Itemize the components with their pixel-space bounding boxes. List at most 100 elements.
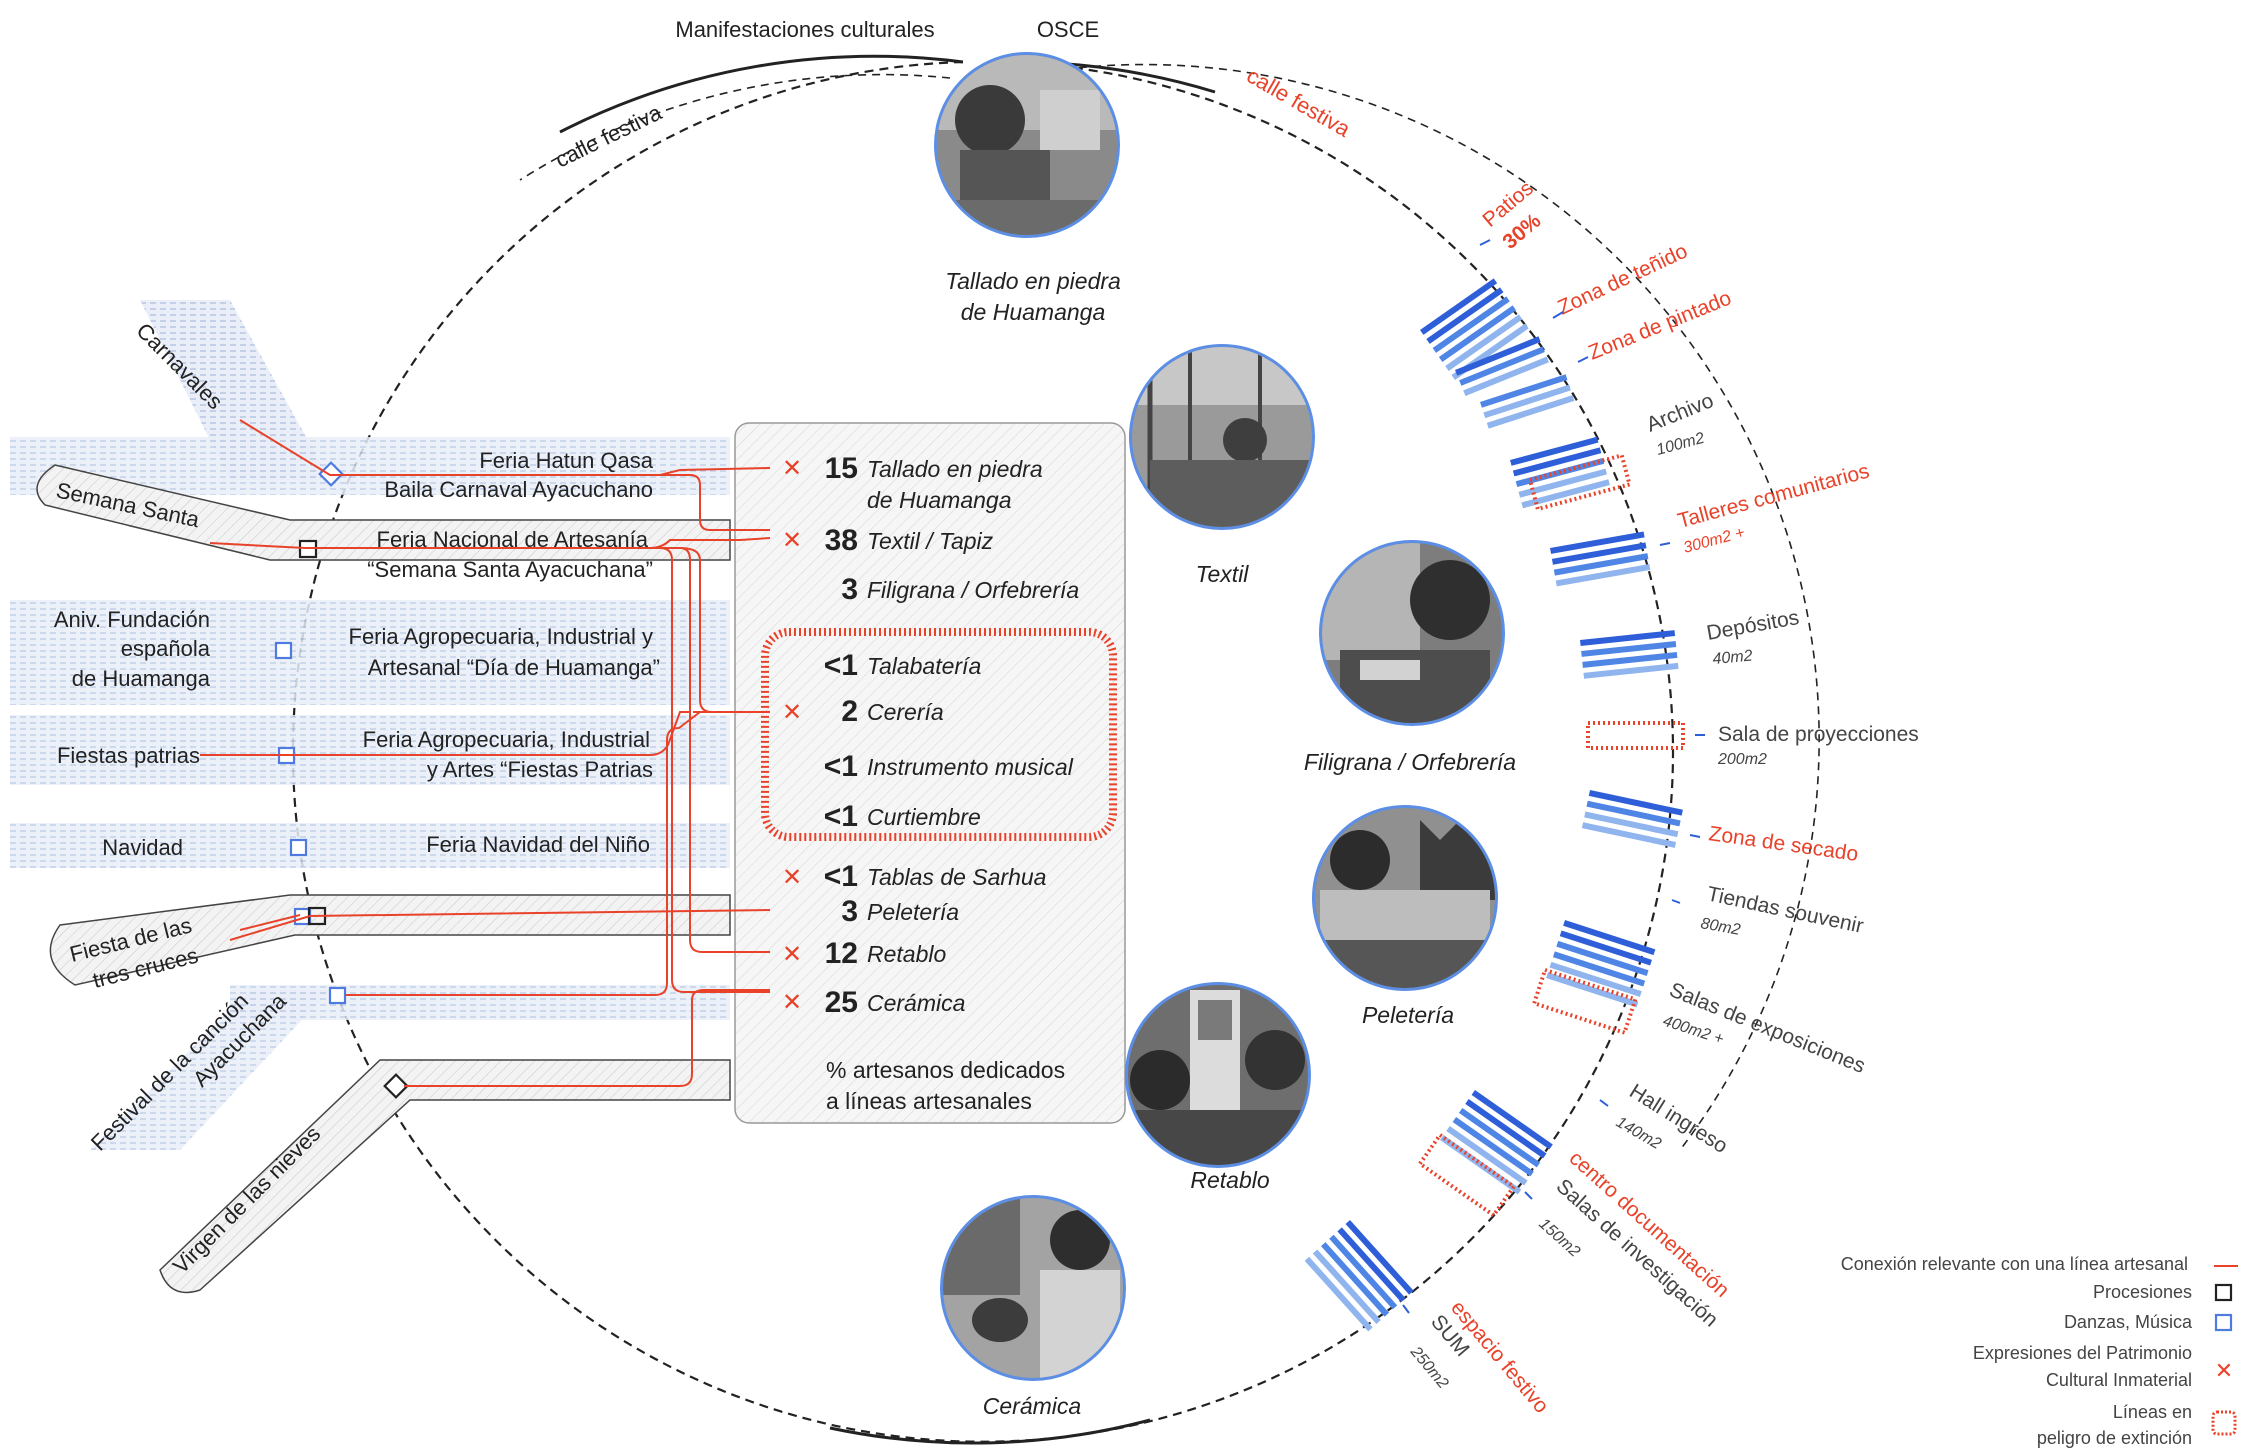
craft-pct: <1 [824, 860, 858, 893]
bar-group-pintado [1480, 374, 1575, 429]
craft-name: Peletería [867, 899, 959, 925]
bar-group-depositos [1580, 630, 1679, 679]
space-name: Depósitos [1705, 606, 1801, 645]
bar-group-talleres [1550, 531, 1651, 587]
red-x-icon: ✕ [782, 527, 802, 554]
bar-group-exposiciones [1546, 920, 1656, 1008]
craft-pct: 15 [825, 452, 858, 485]
crafts-list: ✕ 15 Tallado en piedra de Huamanga ✕ 38 … [782, 452, 1079, 1114]
retablo-photo [1128, 985, 1308, 1165]
craft-pct: 3 [841, 895, 858, 928]
legend-label: Conexión relevante con una línea artesan… [1841, 1254, 2188, 1274]
legend-label: Procesiones [2093, 1282, 2192, 1302]
right-street-label: calle festiva [1243, 63, 1356, 143]
legend-label-line2: Cultural Inmaterial [2046, 1370, 2192, 1390]
legend-label: Líneas en [2113, 1402, 2192, 1422]
blue-square-icon [2214, 1313, 2233, 1332]
fair-navidad-nino: Feria Navidad del Niño [426, 832, 650, 857]
craft-name: Filigrana / Orfebrería [867, 577, 1079, 603]
festivity-aniv-line1: Aniv. Fundación [54, 607, 210, 632]
photo-filigree: Filigrana / Orfebrería [1304, 540, 1516, 775]
craft-row: 3 Filigrana / Orfebrería [841, 573, 1079, 606]
bar-group-secado [1581, 790, 1683, 848]
space-area: 150m2 [1535, 1215, 1583, 1260]
crafts-caption-line2: a líneas artesanales [826, 1088, 1032, 1114]
fair-patrias-line1: Feria Agropecuaria, Industrial [363, 727, 650, 752]
red-x-icon: ✕ [782, 989, 802, 1016]
photo-stone-carving: Tallado en piedra de Huamanga [934, 52, 1121, 325]
photo-label: Cerámica [983, 1393, 1081, 1419]
festivity-aniv-line3: de Huamanga [72, 666, 211, 691]
bar-group-sum [1304, 1220, 1414, 1332]
festivity-bands [10, 300, 731, 1294]
craft-pct: 25 [825, 986, 858, 1019]
red-dotted-box-icon [2211, 1410, 2237, 1436]
space-name: Sala de proyecciones [1718, 723, 1919, 746]
craft-pct: 2 [841, 695, 858, 728]
space-name: Zona de teñido [1554, 239, 1691, 319]
crafts-caption-line1: % artesanos dedicados [826, 1057, 1065, 1083]
photo-label: Textil [1196, 561, 1250, 587]
craft-pct: 3 [841, 573, 858, 606]
space-area: 250m2 [1406, 1343, 1451, 1392]
fair-huamanga-line1: Feria Agropecuaria, Industrial y [349, 624, 654, 649]
legend-label: Danzas, Música [2064, 1312, 2193, 1332]
photo-ceramics: Cerámica [940, 1195, 1126, 1419]
space-name: Zona de secado [1707, 822, 1859, 866]
fair-nacional-line2: “Semana Santa Ayacuchana” [367, 557, 653, 582]
craft-pct: <1 [824, 800, 858, 833]
space-name: Talleres comunitarios [1675, 460, 1871, 533]
bar-group-archivo [1510, 436, 1610, 509]
connection-lines [200, 419, 771, 1087]
craft-row: ✕ 2 Cerería [782, 695, 944, 728]
fair-huamanga-line2: Artesanal “Día de Huamanga” [368, 655, 660, 680]
craft-row: ✕ 38 Textil / Tapiz [782, 524, 994, 557]
legend-label-line2: peligro de extinción [2037, 1428, 2192, 1448]
endangered-box-archivo [1527, 452, 1632, 512]
craft-name: Tablas de Sarhua [867, 864, 1046, 890]
header-right-label: OSCE [1037, 17, 1099, 42]
craft-name: Cerería [867, 699, 944, 725]
stone-carving-photo [937, 55, 1117, 235]
craft-name: Curtiembre [867, 804, 981, 830]
fair-hatun-qasa-line1: Feria Hatun Qasa [479, 448, 653, 473]
craft-name: Instrumento musical [867, 754, 1074, 780]
craft-row: ✕ <1 Tablas de Sarhua [782, 860, 1047, 893]
craft-row: ✕ 12 Retablo [782, 937, 947, 970]
photo-label: Peletería [1362, 1002, 1454, 1028]
bar-group-tenido [1455, 336, 1549, 396]
red-x-icon: ✕ [782, 941, 802, 968]
craft-row: <1 Talabatería [824, 649, 981, 682]
craft-name: Textil / Tapiz [867, 528, 994, 554]
legend-label: Expresiones del Patrimonio [1973, 1343, 2192, 1363]
arc-ticks [1402, 239, 1705, 1314]
space-area: 100m2 [1655, 430, 1707, 459]
space-name: espacio festivo [1446, 1296, 1553, 1417]
red-x-icon: ✕ [782, 699, 802, 726]
craft-row: <1 Instrumento musical [824, 750, 1074, 783]
craft-name: Retablo [867, 941, 946, 967]
craft-name: Tallado en piedra [867, 456, 1043, 482]
black-square-icon [2214, 1283, 2233, 1302]
festivity-navidad: Navidad [102, 835, 183, 860]
textile-photo [1132, 347, 1312, 527]
fair-hatun-qasa-line2: Baila Carnaval Ayacuchano [384, 477, 653, 502]
craft-name-line2: de Huamanga [867, 487, 1012, 513]
craft-pct: 38 [825, 524, 858, 557]
craft-row: ✕ 25 Cerámica [782, 986, 965, 1019]
photo-label: Tallado en piedra [945, 268, 1121, 294]
space-name: Hall ingreso [1625, 1080, 1731, 1158]
fair-patrias-line2: y Artes “Fiestas Patrias [427, 757, 653, 782]
space-bars [1304, 278, 1685, 1332]
craft-row: 3 Peletería [841, 895, 959, 928]
photo-retablo: Retablo [1125, 982, 1311, 1193]
photo-label: Filigrana / Orfebrería [1304, 749, 1516, 775]
red-x-icon: ✕ [782, 455, 802, 482]
craft-pct: <1 [824, 750, 858, 783]
craft-pct: 12 [825, 937, 858, 970]
space-name: Archivo [1643, 389, 1717, 437]
leather-photo [1315, 808, 1495, 988]
craft-name: Talabatería [867, 653, 981, 679]
craft-row: <1 Curtiembre [824, 800, 981, 833]
